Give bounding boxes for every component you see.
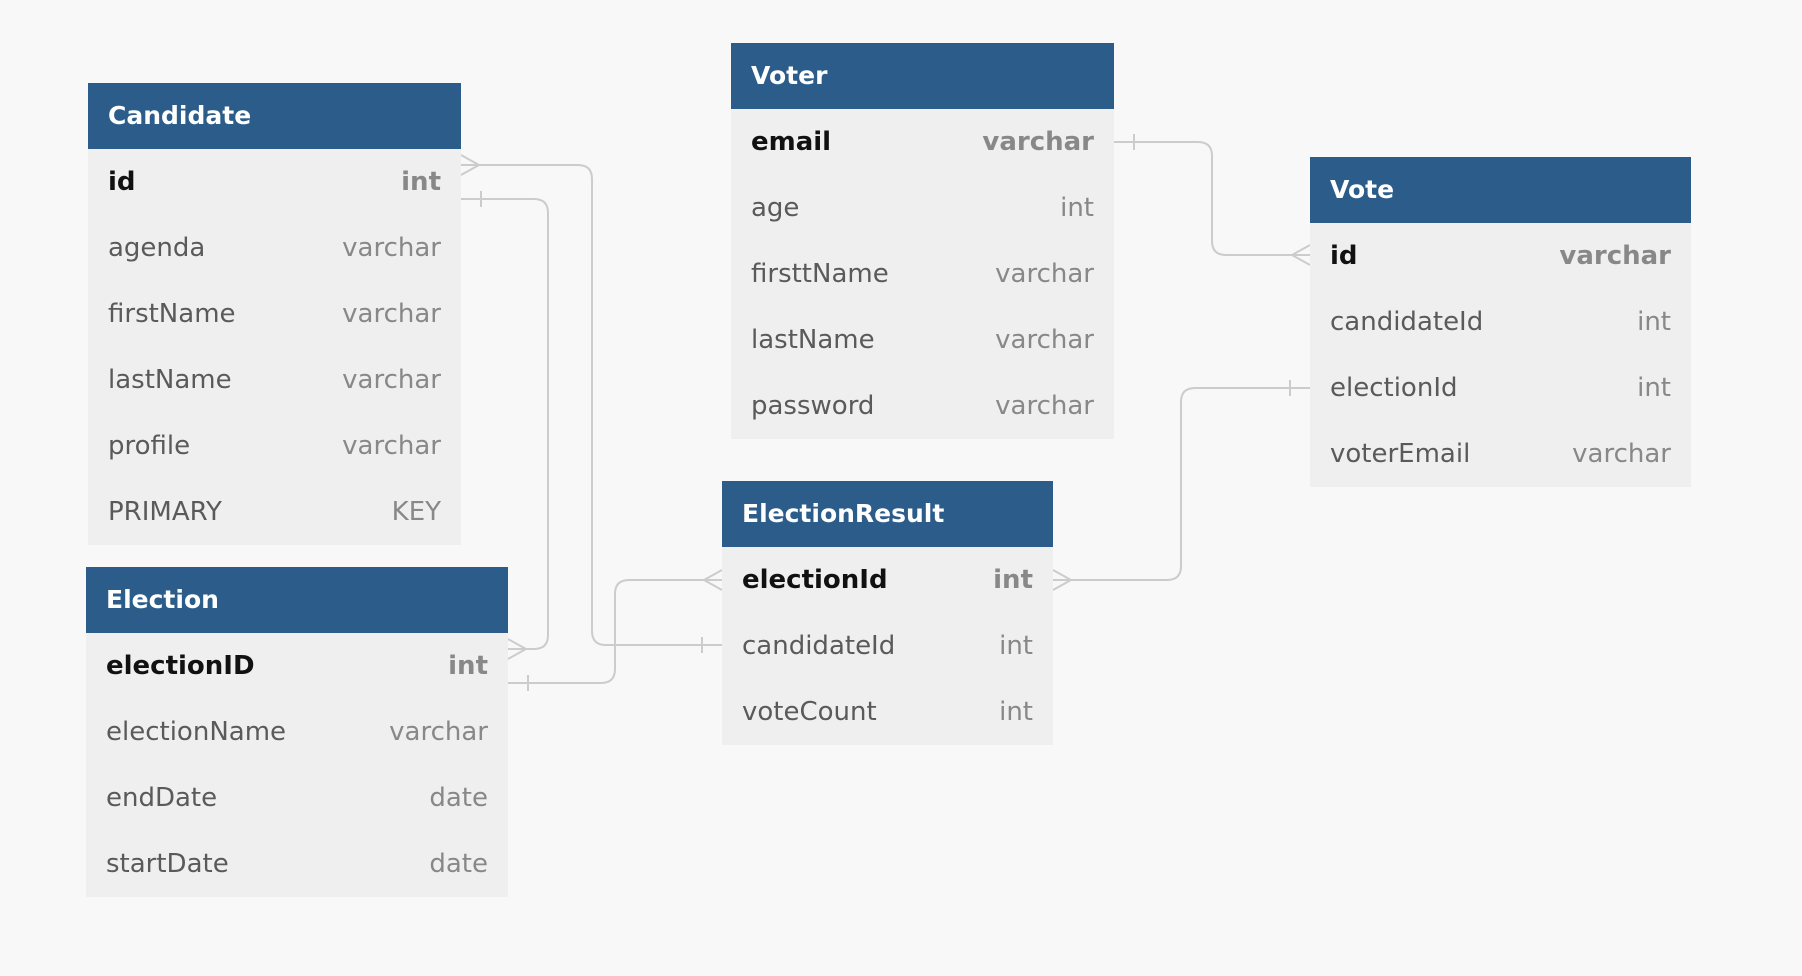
- column-name: firstName: [108, 299, 236, 329]
- column-name: electionId: [742, 565, 888, 595]
- table-voter[interactable]: Voter email varchar age int firsttName v…: [731, 43, 1114, 439]
- column-row-candidateid[interactable]: candidateId int: [722, 613, 1053, 679]
- column-type: varchar: [995, 391, 1094, 421]
- table-candidate[interactable]: Candidate id int agenda varchar firstNam…: [88, 83, 461, 545]
- table-header-voter[interactable]: Voter: [731, 43, 1114, 109]
- column-name: candidateId: [1330, 307, 1484, 337]
- column-row-firsttname[interactable]: firsttName varchar: [731, 241, 1114, 307]
- column-row-electionname[interactable]: electionName varchar: [86, 699, 508, 765]
- column-row-age[interactable]: age int: [731, 175, 1114, 241]
- column-row-id[interactable]: id int: [88, 149, 461, 215]
- table-header-election[interactable]: Election: [86, 567, 508, 633]
- table-electionresult[interactable]: ElectionResult electionId int candidateI…: [722, 481, 1053, 745]
- column-name: electionName: [106, 717, 287, 747]
- column-row-candidateid[interactable]: candidateId int: [1310, 289, 1691, 355]
- column-name: password: [751, 391, 875, 421]
- column-row-profile[interactable]: profile varchar: [88, 413, 461, 479]
- column-name: electionId: [1330, 373, 1458, 403]
- column-row-lastname[interactable]: lastName varchar: [731, 307, 1114, 373]
- column-row-primary-key[interactable]: PRIMARY KEY: [88, 479, 461, 545]
- column-name: profile: [108, 431, 191, 461]
- column-row-startdate[interactable]: startDate date: [86, 831, 508, 897]
- column-name: voteCount: [742, 697, 877, 727]
- column-row-email[interactable]: email varchar: [731, 109, 1114, 175]
- column-name: voterEmail: [1330, 439, 1471, 469]
- column-row-electionid[interactable]: electionId int: [722, 547, 1053, 613]
- column-row-lastname[interactable]: lastName varchar: [88, 347, 461, 413]
- column-type: date: [429, 849, 488, 879]
- column-type: varchar: [1559, 241, 1671, 271]
- column-type: varchar: [342, 431, 441, 461]
- column-type: varchar: [995, 325, 1094, 355]
- column-name: id: [1330, 241, 1358, 271]
- column-type: date: [429, 783, 488, 813]
- table-header-vote[interactable]: Vote: [1310, 157, 1691, 223]
- column-name: candidateId: [742, 631, 896, 661]
- table-vote[interactable]: Vote id varchar candidateId int election…: [1310, 157, 1691, 487]
- column-row-electionid[interactable]: electionID int: [86, 633, 508, 699]
- column-type: int: [993, 565, 1033, 595]
- column-type: varchar: [982, 127, 1094, 157]
- column-type: varchar: [995, 259, 1094, 289]
- table-header-electionresult[interactable]: ElectionResult: [722, 481, 1053, 547]
- column-type: int: [1060, 193, 1094, 223]
- column-name: id: [108, 167, 136, 197]
- column-name: endDate: [106, 783, 218, 813]
- column-row-enddate[interactable]: endDate date: [86, 765, 508, 831]
- column-type: int: [1637, 373, 1671, 403]
- relationship-election-electionresult: [508, 569, 723, 691]
- column-type: int: [1637, 307, 1671, 337]
- column-type: varchar: [342, 299, 441, 329]
- column-name: lastName: [108, 365, 232, 395]
- column-row-agenda[interactable]: agenda varchar: [88, 215, 461, 281]
- column-row-voteremail[interactable]: voterEmail varchar: [1310, 421, 1691, 487]
- column-type: int: [448, 651, 488, 681]
- relationship-voter-vote: [1114, 134, 1311, 266]
- column-row-firstname[interactable]: firstName varchar: [88, 281, 461, 347]
- column-type: varchar: [389, 717, 488, 747]
- column-row-password[interactable]: password varchar: [731, 373, 1114, 439]
- column-name: email: [751, 127, 832, 157]
- column-name: age: [751, 193, 800, 223]
- column-name: firsttName: [751, 259, 889, 289]
- column-row-votecount[interactable]: voteCount int: [722, 679, 1053, 745]
- column-row-id[interactable]: id varchar: [1310, 223, 1691, 289]
- column-type: int: [999, 697, 1033, 727]
- column-name: lastName: [751, 325, 875, 355]
- column-type: varchar: [342, 233, 441, 263]
- column-name: electionID: [106, 651, 255, 681]
- column-type: int: [999, 631, 1033, 661]
- column-type: varchar: [1572, 439, 1671, 469]
- column-type: varchar: [342, 365, 441, 395]
- table-election[interactable]: Election electionID int electionName var…: [86, 567, 508, 897]
- column-name: agenda: [108, 233, 206, 263]
- column-name: PRIMARY: [108, 497, 222, 527]
- column-name: startDate: [106, 849, 229, 879]
- column-row-electionid[interactable]: electionId int: [1310, 355, 1691, 421]
- table-header-candidate[interactable]: Candidate: [88, 83, 461, 149]
- column-type: int: [401, 167, 441, 197]
- column-type: KEY: [391, 497, 441, 527]
